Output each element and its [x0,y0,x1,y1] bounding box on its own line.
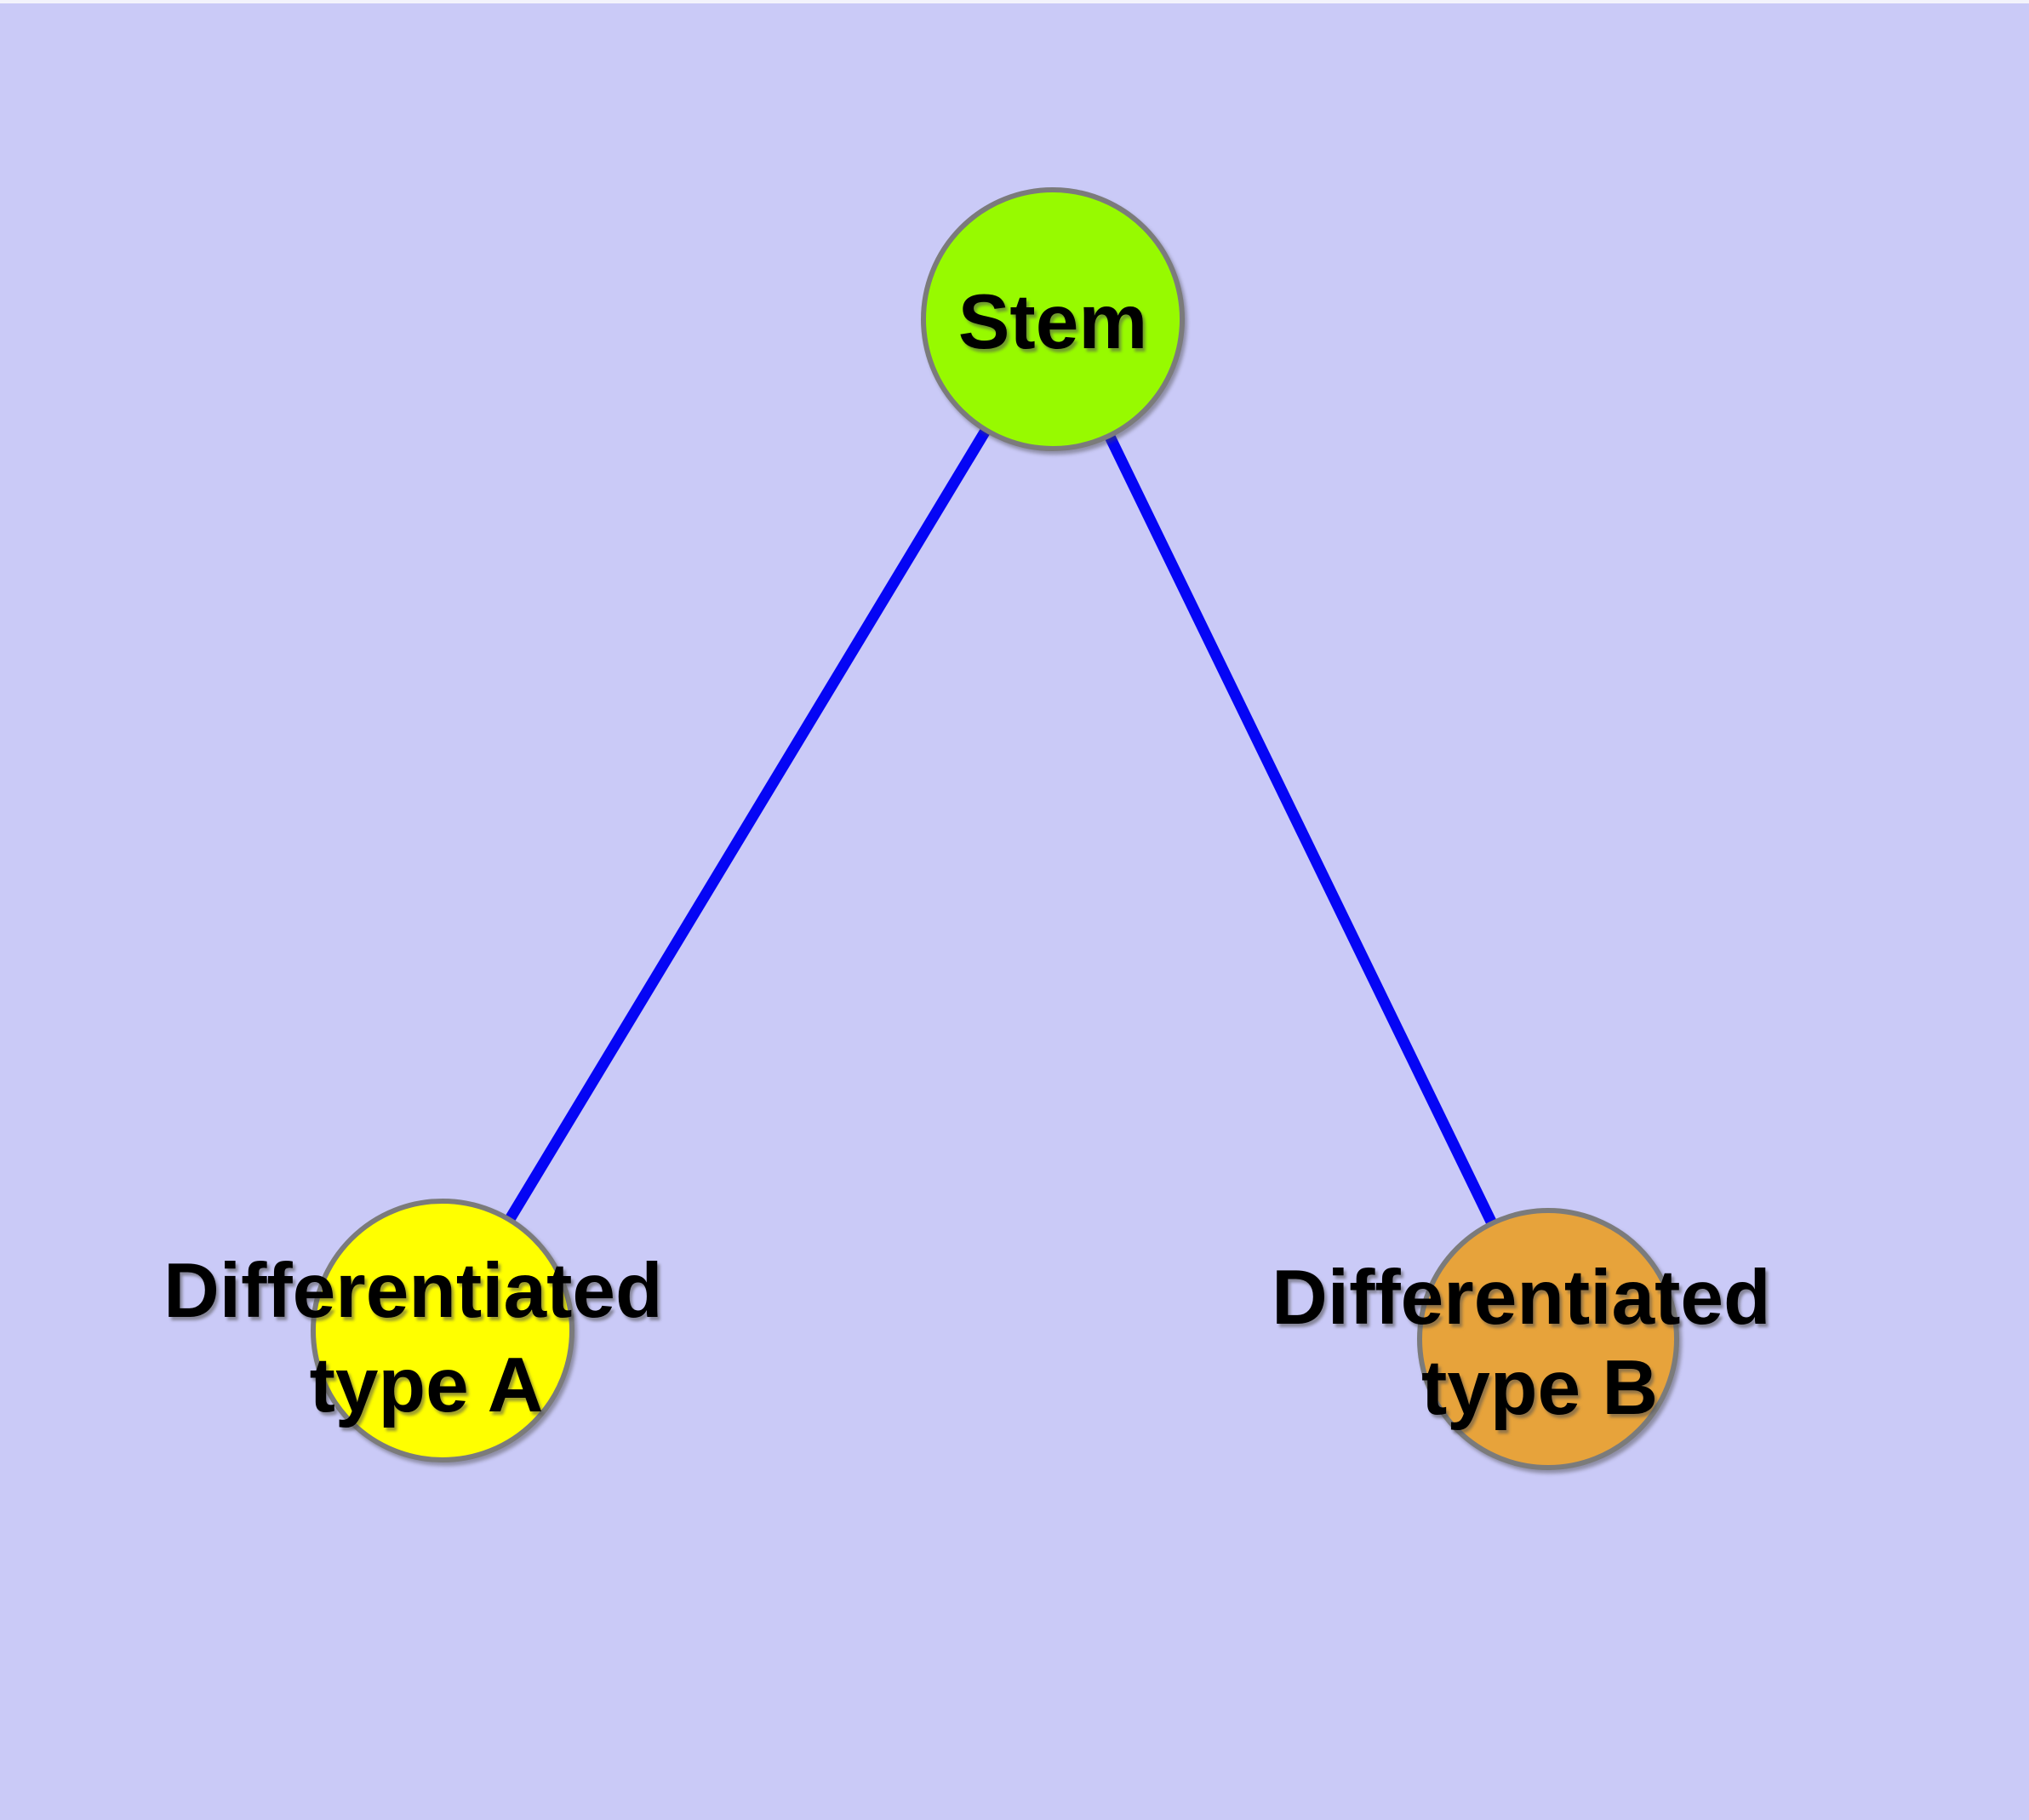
node-differentiated-type-b-circle[interactable] [1417,1208,1679,1470]
node-differentiated-type-b-label: Differentiated type B [1272,1255,1792,1431]
edges [437,316,1553,1342]
nodes: Stem Differentiated type A Differentiate… [163,187,1792,1470]
node-differentiated-type-a[interactable]: Differentiated type A [163,1199,684,1462]
top-edge-strip [0,0,2029,3]
edge-stem-to-type-a [437,316,1058,1334]
edge-stem-to-type-b [1048,317,1553,1342]
node-differentiated-type-a-circle[interactable] [311,1199,574,1462]
node-stem[interactable]: Stem [921,187,1185,451]
node-stem-circle[interactable] [921,187,1185,451]
node-stem-label: Stem [958,279,1148,365]
node-differentiated-type-a-label: Differentiated type A [163,1248,684,1428]
node-differentiated-type-b[interactable]: Differentiated type B [1272,1208,1792,1470]
